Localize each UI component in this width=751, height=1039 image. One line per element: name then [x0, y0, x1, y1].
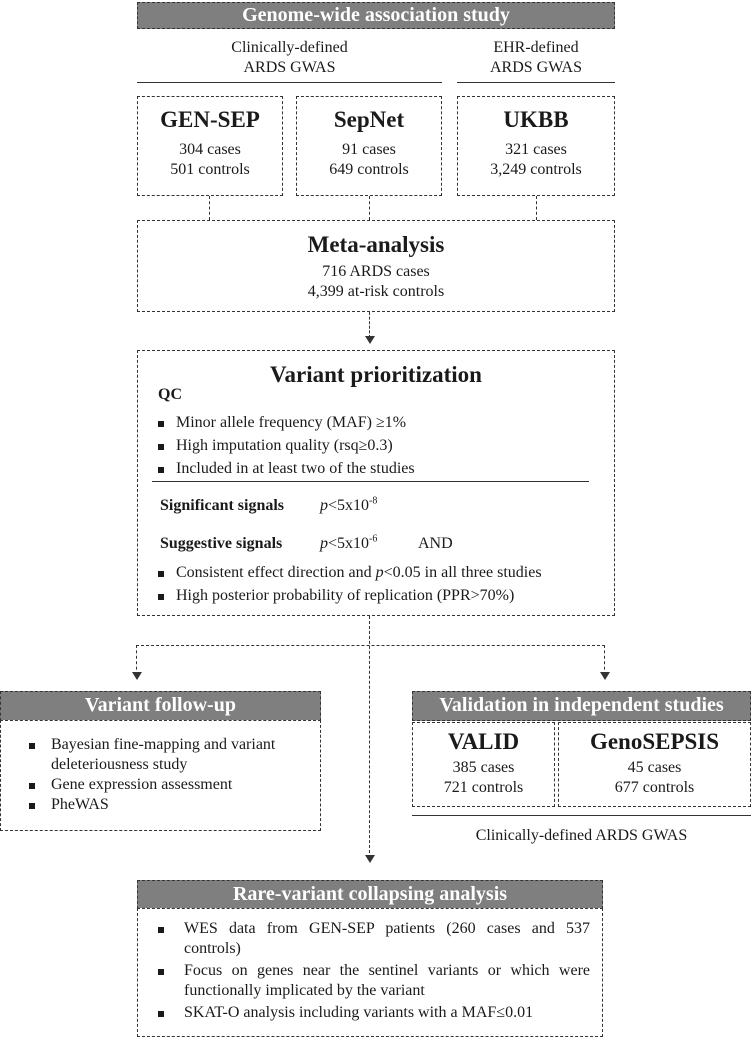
suggestive-signals-threshold: p<5x10-6 — [320, 534, 377, 554]
rare-variant-item: SKAT-O analysis including variants with … — [154, 1003, 590, 1023]
significant-signals-threshold: p<5x10-8 — [320, 496, 377, 516]
ehr-group-label: EHR-defined ARDS GWAS — [457, 38, 615, 78]
clinical-group-label: Clinically-defined ARDS GWAS — [137, 38, 442, 78]
validation-box-valid: VALID 385 cases 721 controls — [412, 722, 555, 807]
study-controls: 677 controls — [614, 779, 695, 796]
variant-followup-box: Bayesian fine-mapping and variant delete… — [0, 720, 321, 831]
suggestive-item: Consistent effect direction and p<0.05 i… — [154, 563, 604, 583]
connector-validation — [604, 645, 605, 675]
variant-followup-banner: Variant follow-up — [0, 691, 321, 721]
study-box-gen-sep: GEN-SEP 304 cases 501 controls — [137, 96, 283, 196]
study-controls: 649 controls — [329, 161, 409, 178]
study-name: UKBB — [503, 107, 569, 132]
ehr-label-line-2: ARDS GWAS — [489, 59, 582, 76]
meta-analysis-box: Meta-analysis 716 ARDS cases 4,399 at-ri… — [137, 220, 615, 312]
followup-list: Bayesian fine-mapping and variant delete… — [25, 735, 310, 815]
arrow-to-followup — [132, 672, 142, 680]
clinical-label-line-2: ARDS GWAS — [243, 59, 336, 76]
followup-item: Gene expression assessment — [25, 775, 310, 795]
study-box-ukbb: UKBB 321 cases 3,249 controls — [457, 96, 615, 196]
qc-list: Minor allele frequency (MAF) ≥1% High im… — [154, 413, 594, 479]
threshold-value: <5x10 — [328, 535, 370, 552]
study-cases: 385 cases — [452, 759, 515, 776]
study-cases: 321 cases — [505, 141, 567, 158]
study-box-sepnet: SepNet 91 cases 649 controls — [296, 96, 442, 196]
suggestive-and-label: AND — [418, 535, 453, 552]
study-controls: 721 controls — [443, 779, 524, 796]
item-text: High posterior probability of replicatio… — [176, 587, 515, 604]
variant-prioritization-box: Variant prioritization QC Minor allele f… — [137, 350, 615, 616]
validation-underline — [412, 815, 751, 816]
validation-footer: Clinically-defined ARDS GWAS — [475, 827, 688, 844]
rare-variant-list: WES data from GEN-SEP patients (260 case… — [154, 919, 590, 1023]
meta-analysis-controls: 4,399 at-risk controls — [307, 283, 445, 300]
rare-variant-item: WES data from GEN-SEP patients (260 case… — [154, 919, 590, 959]
rare-variant-banner: Rare-variant collapsing analysis — [137, 880, 603, 909]
qc-item: Included in at least two of the studies — [154, 459, 594, 479]
ehr-group-underline — [457, 82, 615, 83]
threshold-exponent: -6 — [369, 533, 378, 545]
clinical-label-line-1: Clinically-defined — [231, 39, 348, 56]
study-name: VALID — [447, 729, 520, 754]
followup-item: PheWAS — [25, 795, 310, 815]
arrow-to-validation — [600, 672, 610, 680]
p-symbol: p — [320, 497, 328, 514]
p-symbol: p — [320, 535, 328, 552]
study-name: GenoSEPSIS — [589, 729, 720, 754]
study-controls: 501 controls — [170, 161, 250, 178]
connector-meta-prioritization — [369, 312, 370, 338]
connector-prioritization-down — [369, 616, 370, 858]
qc-label: QC — [158, 386, 182, 403]
validation-box-genosepsis: GenoSEPSIS 45 cases 677 controls — [558, 722, 751, 807]
prioritization-title: Variant prioritization — [270, 362, 482, 387]
study-cases: 45 cases — [627, 759, 682, 776]
study-name: GEN-SEP — [160, 107, 260, 132]
arrow-to-prioritization — [365, 336, 375, 344]
study-cases: 91 cases — [342, 141, 396, 158]
arrow-to-rare-variant — [365, 855, 375, 863]
qc-item: High imputation quality (rsq≥0.3) — [154, 436, 594, 456]
suggestive-item: High posterior probability of replicatio… — [154, 586, 604, 606]
study-name: SepNet — [333, 107, 405, 132]
suggestive-list: Consistent effect direction and p<0.05 i… — [154, 563, 604, 606]
connector-branch-horizontal — [136, 645, 605, 646]
item-text: <0.05 in all three studies — [383, 564, 542, 581]
followup-item: Bayesian fine-mapping and variant delete… — [25, 735, 310, 775]
validation-banner: Validation in independent studies — [412, 691, 751, 721]
threshold-exponent: -8 — [369, 495, 378, 507]
connector-followup — [136, 645, 137, 675]
ehr-label-line-1: EHR-defined — [493, 39, 579, 56]
gwas-banner: Genome-wide association study — [137, 2, 615, 29]
clinical-group-underline — [137, 82, 442, 83]
connector-ukbb-meta — [536, 196, 537, 220]
rare-variant-box: WES data from GEN-SEP patients (260 case… — [137, 908, 603, 1037]
suggestive-signals-label: Suggestive signals — [160, 535, 283, 552]
connector-sepnet-meta — [369, 196, 370, 220]
item-text: Consistent effect direction and — [176, 564, 376, 581]
p-symbol: p — [375, 564, 384, 581]
study-controls: 3,249 controls — [490, 161, 582, 178]
threshold-value: <5x10 — [328, 497, 370, 514]
meta-analysis-title: Meta-analysis — [307, 232, 445, 257]
study-cases: 304 cases — [179, 141, 241, 158]
rare-variant-item: Focus on genes near the sentinel variant… — [154, 961, 590, 1001]
prioritization-divider — [152, 481, 589, 482]
connector-gen-sep-meta — [209, 196, 210, 220]
qc-item: Minor allele frequency (MAF) ≥1% — [154, 413, 594, 433]
significant-signals-label: Significant signals — [160, 497, 285, 514]
meta-analysis-cases: 716 ARDS cases — [322, 263, 430, 280]
